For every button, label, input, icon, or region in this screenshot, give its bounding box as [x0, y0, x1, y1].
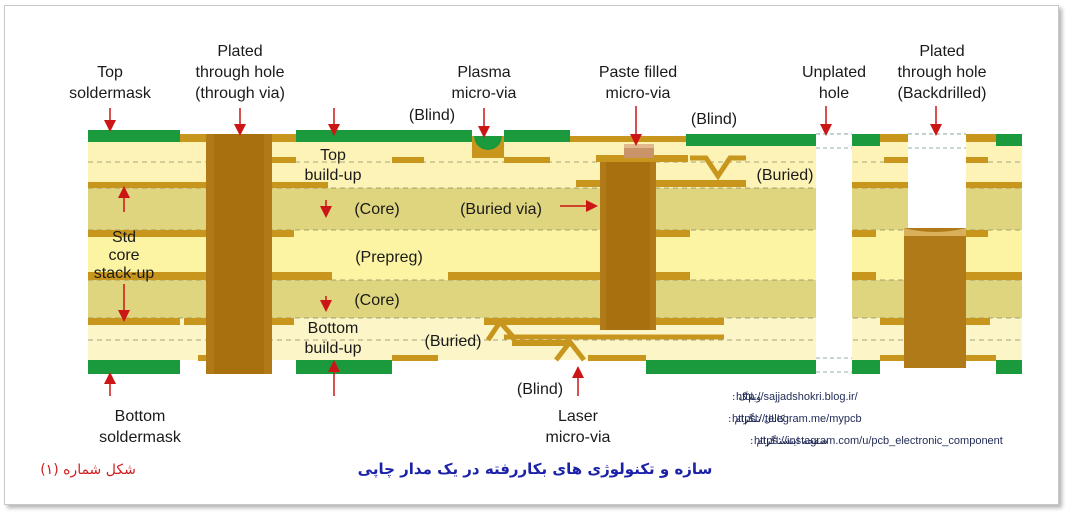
link-prefix-telegram: کانال تلگرام :	[728, 413, 785, 425]
link-instagram[interactable]: https://instagram.com/u/pcb_electronic_c…	[754, 435, 1003, 447]
label-top-soldermask-1: Top	[97, 64, 123, 81]
label-core-2: (Core)	[354, 292, 399, 309]
label-buried-left: (Buried)	[425, 333, 482, 350]
link-prefix-instagram: صفحه اینستاگرام :	[750, 435, 828, 447]
label-laser-2: micro-via	[546, 429, 611, 446]
paste-filled-microvia	[624, 144, 654, 158]
core-layer-2	[88, 280, 816, 318]
label-bottom-buildup-2: build-up	[305, 340, 362, 357]
link-prefix-blog: وبلاگ :	[732, 390, 761, 403]
label-blind-top-right: (Blind)	[691, 111, 737, 128]
label-pth-2: through hole	[196, 64, 285, 81]
core-layer-1	[88, 188, 816, 230]
label-bottom-buildup-1: Bottom	[308, 320, 359, 337]
label-top-buildup-2: build-up	[305, 167, 362, 184]
links: وبلاگ : http://sajjadshokri.blog.ir/ کان…	[728, 390, 1003, 447]
label-bottom-soldermask-2: soldermask	[99, 429, 182, 446]
label-backdrill-1: Plated	[919, 43, 964, 60]
link-telegram[interactable]: https://telegram.me/mypcb	[732, 413, 862, 425]
figure-caption: سازه و تکنولوژی های بکاررفته در یک مدار …	[358, 460, 713, 479]
figure-number: شکل شماره (۱)	[40, 462, 136, 478]
label-std-core-2: core	[108, 247, 139, 264]
label-blind-top-left: (Blind)	[409, 107, 455, 124]
microvia-traces	[485, 155, 746, 362]
label-prepreg: (Prepreg)	[355, 249, 423, 266]
label-top-buildup-1: Top	[320, 147, 346, 164]
annotation-arrows	[104, 106, 942, 396]
label-plasma-1: Plasma	[457, 64, 510, 81]
label-paste-1: Paste filled	[599, 64, 677, 81]
label-std-core-3: stack-up	[94, 265, 155, 282]
label-plasma-2: micro-via	[452, 85, 517, 102]
label-std-core-1: Std	[112, 229, 136, 246]
label-top-soldermask-2: soldermask	[69, 85, 152, 102]
label-backdrill-2: through hole	[898, 64, 987, 81]
link-blog[interactable]: http://sajjadshokri.blog.ir/	[736, 391, 859, 403]
backdrilled-via	[904, 133, 966, 368]
label-buried-via: (Buried via)	[460, 201, 542, 218]
label-unplated-1: Unplated	[802, 64, 866, 81]
label-core-1: (Core)	[354, 201, 399, 218]
label-bottom-soldermask-1: Bottom	[115, 408, 166, 425]
label-blind-bottom: (Blind)	[517, 381, 563, 398]
label-unplated-2: hole	[819, 85, 849, 102]
label-laser-1: Laser	[558, 408, 599, 425]
soldermask	[88, 130, 1022, 374]
label-buried-right: (Buried)	[757, 167, 814, 184]
label-backdrill-3: (Backdrilled)	[898, 85, 987, 102]
label-paste-2: micro-via	[606, 85, 671, 102]
label-pth-1: Plated	[217, 43, 262, 60]
plasma-microvia	[472, 136, 504, 158]
label-pth-3: (through via)	[195, 85, 285, 102]
